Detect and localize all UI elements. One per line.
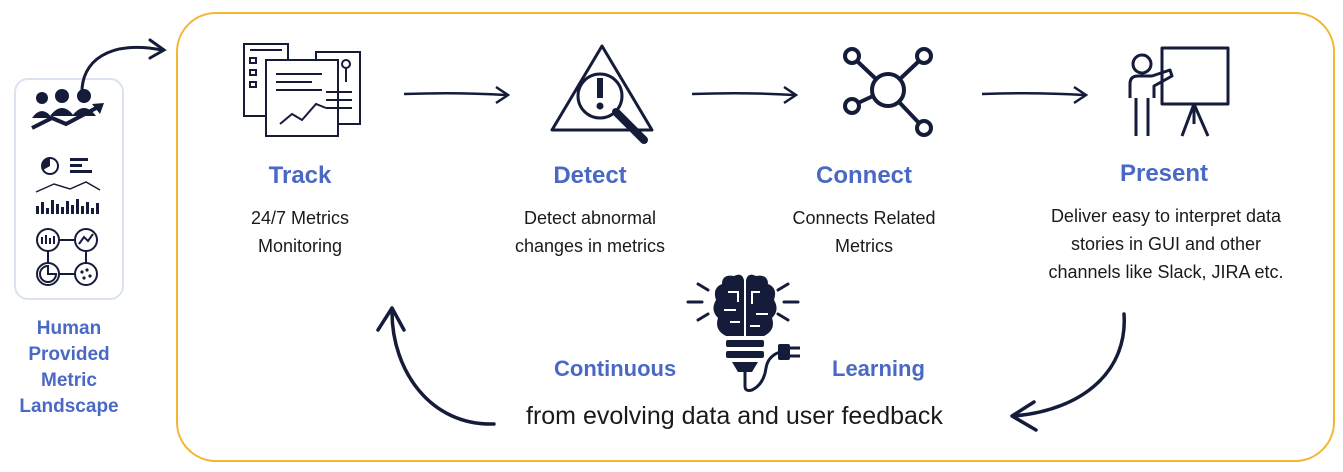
pie-chart-icon	[41, 157, 59, 175]
metric-landscape-label: Human Provided Metric Landscape	[0, 316, 138, 420]
warning-magnifier-icon	[550, 44, 654, 144]
return-arrow-left-icon	[376, 306, 496, 426]
entry-arrow-icon	[80, 38, 167, 98]
loop-right-word: Learning	[832, 356, 925, 381]
label-line: Human	[36, 318, 102, 339]
stage-title-present: Present	[1119, 160, 1209, 187]
line-trend-icon	[35, 181, 101, 193]
process-frame	[176, 12, 1335, 462]
flow-arrow-icon	[403, 85, 511, 105]
flow-arrow-icon	[691, 85, 799, 105]
desc-line: Monitoring	[257, 236, 343, 256]
desc-line: Metrics	[835, 236, 893, 256]
hub-nodes-icon	[843, 47, 933, 137]
desc-line: changes in metrics	[514, 236, 666, 256]
label-line: Landscape	[19, 396, 119, 417]
flow-arrow-icon	[981, 85, 1089, 105]
desc-line: Detect abnormal	[523, 208, 657, 228]
text-lines-icon	[70, 158, 92, 173]
loop-left-word: Continuous	[554, 356, 677, 381]
stage-desc-connect: Connects Related Metrics	[764, 204, 964, 260]
stage-desc-track: 24/7 Metrics Monitoring	[210, 204, 390, 260]
label-line: Provided	[28, 344, 110, 365]
desc-line: stories in GUI and other	[1070, 234, 1262, 254]
desc-line: Deliver easy to interpret data	[1050, 206, 1282, 226]
documents-chart-icon	[243, 43, 361, 137]
network-charts-icon	[36, 228, 98, 286]
desc-line: Connects Related	[792, 208, 936, 228]
stage-desc-present: Deliver easy to interpret data stories i…	[1010, 202, 1322, 286]
label-line: Metric	[41, 370, 97, 391]
loop-subtitle: from evolving data and user feedback	[526, 402, 943, 430]
people-growth-icon	[31, 89, 104, 130]
stage-title-connect: Connect	[816, 162, 912, 189]
stage-desc-detect: Detect abnormal changes in metrics	[480, 204, 700, 260]
desc-line: 24/7 Metrics	[250, 208, 350, 228]
bar-chart-icon	[36, 199, 99, 214]
stage-title-detect: Detect	[553, 162, 627, 189]
brain-bulb-plug-icon	[686, 274, 800, 392]
presenter-board-icon	[1128, 46, 1230, 137]
desc-line: channels like Slack, JIRA etc.	[1048, 262, 1284, 282]
return-arrow-right-icon	[1010, 312, 1126, 432]
stage-title-track: Track	[268, 162, 332, 189]
